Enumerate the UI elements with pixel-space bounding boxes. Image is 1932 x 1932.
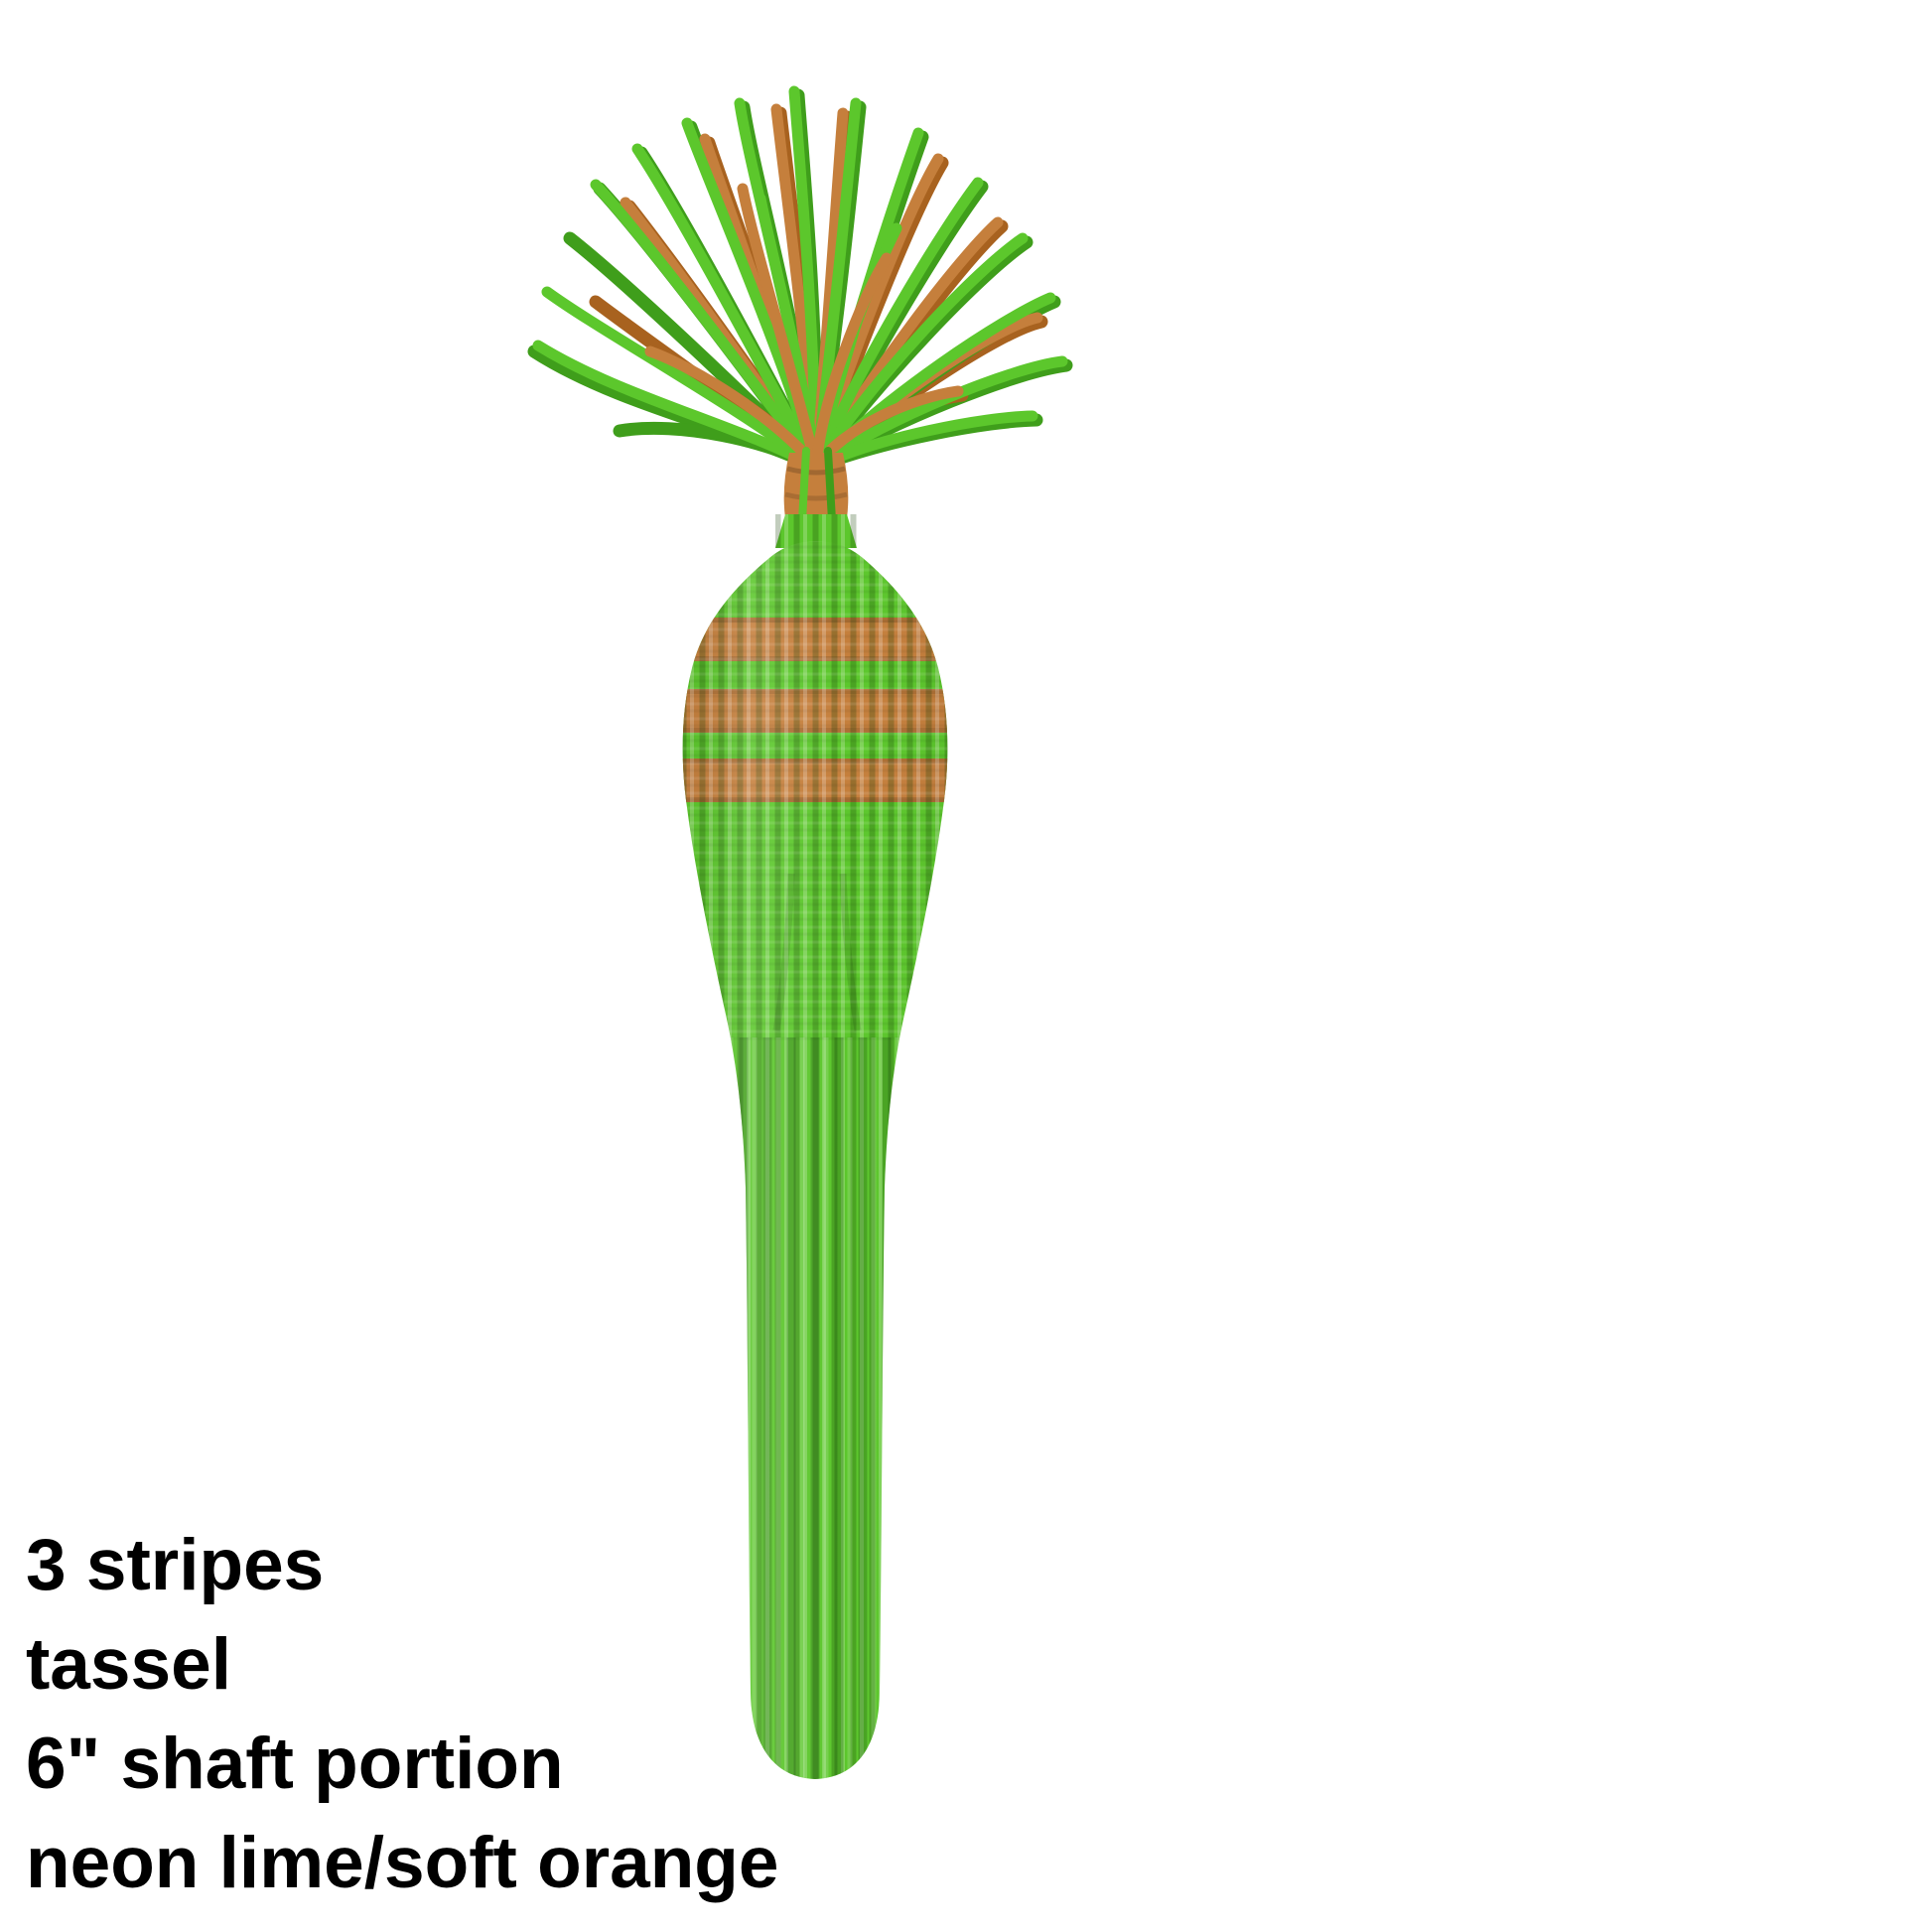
tassel-strands-front [532,85,1068,473]
tassel-knot [783,447,849,524]
caption-line-3: 6" shaft portion [26,1724,564,1804]
caption-line-1: 3 stripes [26,1525,325,1605]
caption-block: 3 stripes tassel 6" shaft portion neon l… [26,1516,778,1913]
caption-line-4: neon lime/soft orange [26,1823,779,1903]
tassel [527,85,1073,548]
caption-line-2: tassel [26,1624,231,1705]
